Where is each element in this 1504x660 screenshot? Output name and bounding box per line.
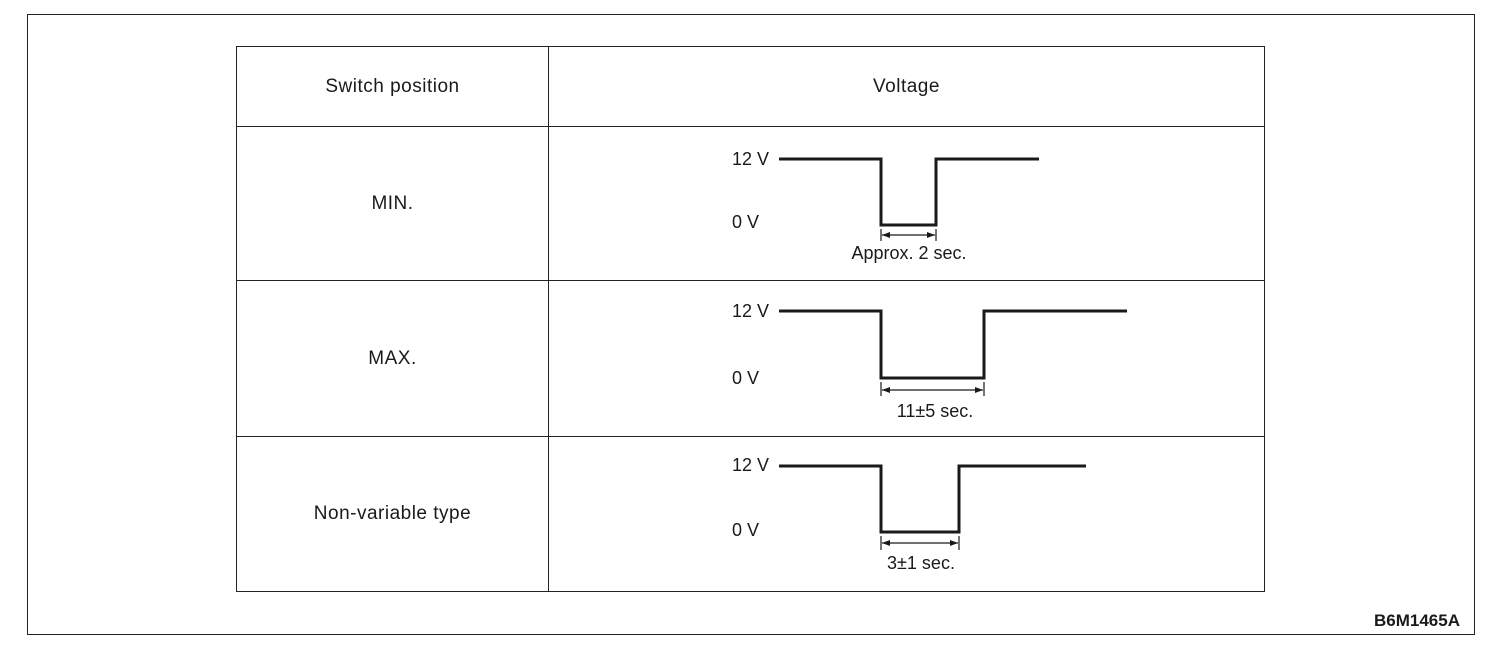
voltage-waveform-cell: 12 V 0 V 11±5 sec. [548, 280, 1265, 437]
switch-position-max: MAX. [236, 280, 549, 437]
voltage-waveform-cell: 12 V 0 V 3±1 sec. [548, 436, 1265, 592]
header-switch-position: Switch position [236, 46, 549, 127]
figure-frame [27, 14, 1475, 635]
arrowhead-left [882, 540, 890, 546]
high-voltage-label: 12 V [732, 149, 769, 169]
pulse-line [779, 157, 1039, 227]
voltage-signal-table: Switch position Voltage MIN. 12 V 0 V Ap… [236, 46, 1265, 592]
waveform-non-variable: 12 V 0 V 3±1 sec. [732, 455, 1086, 573]
pulse-line [779, 464, 1086, 534]
high-voltage-label: 12 V [732, 301, 769, 321]
low-voltage-label: 0 V [732, 212, 759, 232]
table-row: MAX. 12 V 0 V 11±5 sec. [236, 280, 1265, 437]
table-row: MIN. 12 V 0 V Approx. 2 sec. [236, 126, 1265, 281]
arrowhead-right [927, 232, 935, 238]
arrowhead-right [950, 540, 958, 546]
high-voltage-label: 12 V [732, 455, 769, 475]
duration-label: Approx. 2 sec. [851, 243, 966, 263]
duration-label: 11±5 sec. [897, 401, 974, 421]
header-voltage: Voltage [548, 46, 1265, 127]
arrowhead-left [882, 387, 890, 393]
duration-label: 3±1 sec. [887, 553, 955, 573]
voltage-waveform-cell: 12 V 0 V Approx. 2 sec. [548, 126, 1265, 281]
switch-position-min: MIN. [236, 126, 549, 281]
pulse-line [779, 309, 1127, 380]
arrowhead-left [882, 232, 890, 238]
table-header-row: Switch position Voltage [236, 46, 1265, 127]
table-row: Non-variable type 12 V 0 V 3±1 sec. [236, 436, 1265, 592]
switch-position-non-variable: Non-variable type [236, 436, 549, 592]
arrowhead-right [975, 387, 983, 393]
waveform-min: 12 V 0 V Approx. 2 sec. [732, 149, 1039, 263]
waveform-max: 12 V 0 V 11±5 sec. [732, 301, 1127, 421]
figure-code: B6M1465A [1374, 611, 1460, 630]
low-voltage-label: 0 V [732, 520, 759, 540]
low-voltage-label: 0 V [732, 368, 759, 388]
